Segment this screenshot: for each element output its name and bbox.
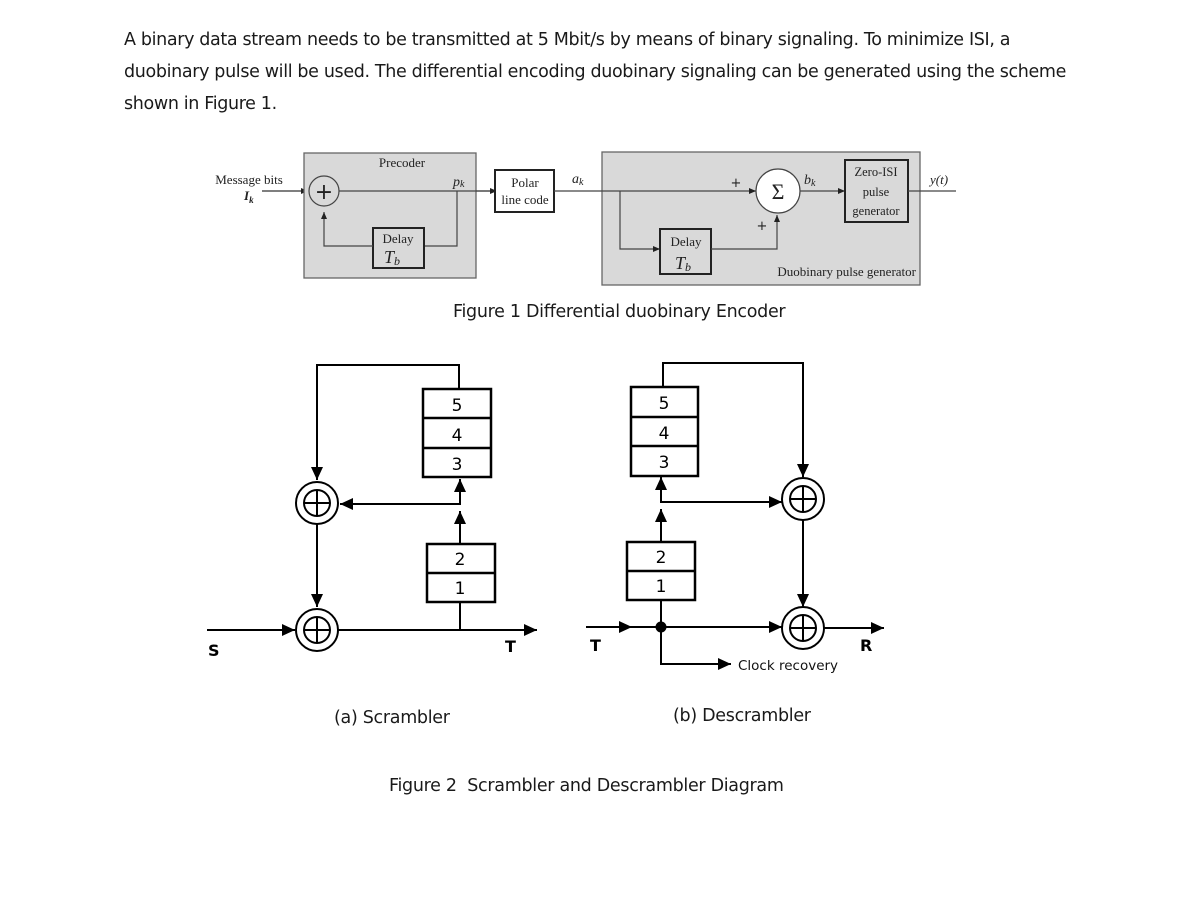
scrambler-diagram: 5 4 3 2 1	[207, 364, 537, 660]
scrambler-input-label: S	[208, 641, 220, 660]
zero-isi-label-2: pulse	[863, 185, 890, 199]
clock-recovery-line	[660, 627, 731, 670]
scrambler-cell-2: 2	[455, 550, 466, 570]
figure1-caption: Figure 1 Differential duobinary Encoder	[453, 302, 786, 322]
plus-icon: +	[315, 180, 333, 205]
scrambler-feedback-top	[311, 364, 460, 480]
descrambler-caption: (b) Descrambler	[673, 706, 811, 726]
scrambler-caption: (a) Scrambler	[334, 708, 450, 728]
duobinary-delay-label: Delay	[670, 234, 702, 249]
message-bits-label: Message bits	[215, 172, 283, 187]
pk-symbol: pk	[452, 175, 465, 190]
figure2-caption: Figure 2 Scrambler and Descrambler Diagr…	[389, 776, 784, 796]
descrambler-cell-2: 2	[656, 548, 667, 568]
scrambler-xor-upper	[295, 481, 339, 525]
zero-isi-label-1: Zero-ISI	[854, 165, 897, 179]
yt-label: y(t)	[928, 172, 948, 187]
feedback-line	[424, 191, 458, 247]
precoder-delay-tb: Tb	[384, 247, 400, 268]
precoder-title: Precoder	[379, 155, 426, 170]
plus-top-sign: +	[731, 176, 742, 191]
polar-label-1: Polar	[511, 175, 539, 190]
scrambler-cell-4: 4	[452, 426, 463, 446]
delay-to-sum-line	[711, 215, 780, 250]
precoder-delay-label: Delay	[382, 231, 414, 246]
descrambler-feedback-top	[662, 362, 809, 477]
ak-symbol: ak	[572, 172, 584, 188]
polar-label-2: line code	[501, 192, 549, 207]
scrambler-cell-3: 3	[452, 455, 463, 475]
duobinary-delay-tb: Tb	[675, 253, 691, 274]
precoder-delay-block	[372, 227, 425, 269]
scrambler-lower-register: 2 1	[425, 542, 497, 604]
scrambler-cell-1: 1	[455, 579, 466, 599]
scrambler-cell-5: 5	[452, 396, 463, 416]
descrambler-lower-register: 2 1	[625, 540, 697, 602]
zero-isi-label-3: generator	[852, 204, 900, 218]
problem-statement: A binary data stream needs to be transmi…	[124, 30, 1067, 114]
descrambler-output-label: R	[860, 636, 872, 655]
polar-line-code-block	[494, 169, 555, 213]
sigma-icon: Σ	[772, 179, 785, 204]
duobinary-delay-block	[659, 228, 712, 275]
descrambler-upper-register: 5 4 3	[629, 385, 700, 478]
to-delay-line	[619, 191, 660, 252]
duobinary-title: Duobinary pulse generator	[777, 264, 916, 279]
scrambler-output-label: T	[505, 637, 516, 656]
figure1-encoder: Message bits Ik Precoder + pk Delay Tb P…	[215, 151, 956, 286]
descrambler-cell-1: 1	[656, 577, 667, 597]
scrambler-xor-lower	[295, 608, 339, 652]
descrambler-xor-upper	[781, 477, 825, 521]
descrambler-cell-5: 5	[659, 394, 670, 414]
feedback-return-line	[321, 212, 373, 247]
descrambler-input-label: T	[590, 636, 601, 655]
descrambler-cell-3: 3	[659, 453, 670, 473]
descrambler-diagram: 5 4 3 2 1 Clock recove	[586, 362, 884, 674]
clock-recovery-label: Clock recovery	[738, 658, 838, 674]
bk-symbol: bk	[804, 173, 816, 189]
descrambler-cell-4: 4	[659, 424, 670, 444]
plus-bottom-sign: +	[757, 219, 768, 234]
descrambler-xor-lower	[781, 606, 825, 650]
scrambler-upper-register: 5 4 3	[421, 387, 493, 479]
ik-symbol: Ik	[243, 188, 254, 205]
